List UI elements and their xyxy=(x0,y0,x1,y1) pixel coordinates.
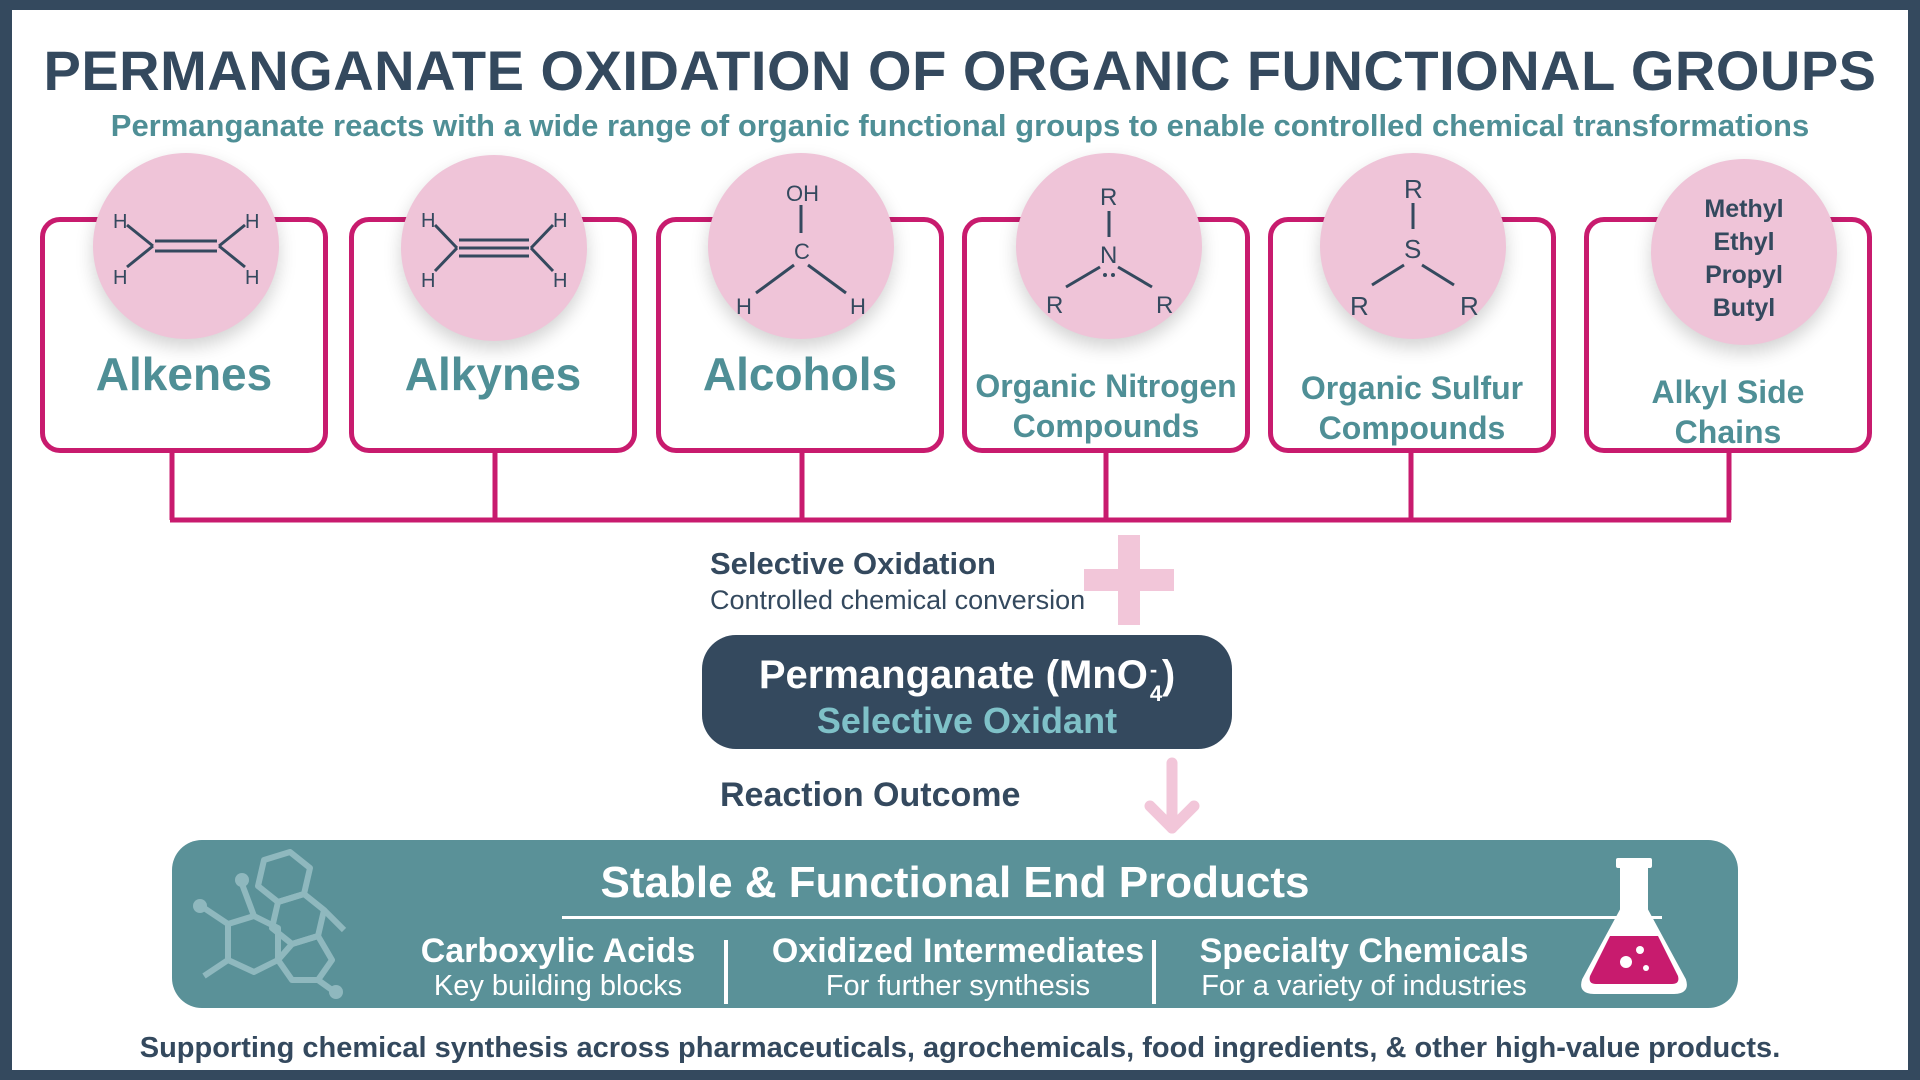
atom-label: H xyxy=(421,270,435,292)
group-label: Alcohols xyxy=(702,348,898,400)
oxidant-box: Permanganate (MnO-4) Selective Oxidant xyxy=(702,635,1232,749)
alkyl-name: Butyl xyxy=(1712,294,1776,322)
sulfide-structure-icon: R S R R xyxy=(1320,153,1506,339)
footer-text: Supporting chemical synthesis across pha… xyxy=(139,1032,1781,1064)
alkyl-name: Methyl xyxy=(1704,195,1784,223)
product-name: Carboxylic Acids xyxy=(420,932,696,970)
end-products-box: Stable & Functional End Products Carboxy… xyxy=(172,840,1738,1008)
atom-label: R xyxy=(1100,184,1117,211)
product-carboxylic-acids: Carboxylic Acids Key building blocks xyxy=(358,932,758,1002)
product-desc: For further synthesis xyxy=(825,970,1091,1002)
product-name: Specialty Chemicals xyxy=(1199,932,1529,970)
atom-label: H xyxy=(850,294,866,319)
reaction-outcome-label: Reaction Outcome xyxy=(720,776,1021,814)
alkyl-names-circle: Methyl Ethyl Propyl Butyl xyxy=(1651,159,1837,345)
atom-label: R xyxy=(1350,291,1369,321)
end-products-title: Stable & Functional End Products xyxy=(600,858,1310,907)
atom-label: R xyxy=(1460,291,1479,321)
group-label: Alkenes xyxy=(95,348,273,400)
group-label-line2: Compounds xyxy=(1318,410,1506,446)
atom-label: S xyxy=(1404,234,1421,264)
atom-label: H xyxy=(245,211,259,233)
flask-icon xyxy=(1581,858,1687,994)
atom-label: OH xyxy=(786,181,819,206)
amine-structure-icon: R N R R xyxy=(1016,153,1202,339)
oxidant-subscript: 4 xyxy=(1149,681,1163,706)
page-subtitle: Permanganate reacts with a wide range of… xyxy=(110,108,1810,143)
oxidant-role: Selective Oxidant xyxy=(816,700,1118,741)
selective-oxidation-subtitle: Controlled chemical conversion xyxy=(710,585,1086,615)
product-desc: Key building blocks xyxy=(433,970,683,1002)
page-title: PERMANGANATE OXIDATION OF ORGANIC FUNCTI… xyxy=(43,39,1877,102)
atom-label: H xyxy=(421,210,435,232)
group-label-line1: Alkyl Side xyxy=(1651,374,1805,410)
atom-label: C xyxy=(794,239,810,264)
group-label-line2: Chains xyxy=(1674,414,1782,450)
infographic: PERMANGANATE OXIDATION OF ORGANIC FUNCTI… xyxy=(12,10,1908,1070)
group-label-line1: Organic Sulfur xyxy=(1300,370,1524,406)
atom-label: H xyxy=(736,294,752,319)
atom-label: H xyxy=(553,210,567,232)
alkyl-name: Propyl xyxy=(1705,261,1783,289)
group-label-line1: Organic Nitrogen xyxy=(975,368,1237,404)
plus-icon xyxy=(1084,535,1174,625)
connector-lines xyxy=(169,453,1732,834)
divider xyxy=(724,940,728,1004)
oxidant-name: Permanganate (MnO-4) xyxy=(758,653,1176,706)
atom-label: N xyxy=(1100,242,1117,269)
atom-label: R xyxy=(1046,292,1063,319)
selective-oxidation-title: Selective Oxidation xyxy=(710,546,996,581)
oxidant-charge: - xyxy=(1149,657,1158,682)
atom-label: H xyxy=(113,267,127,289)
group-label-line2: Compounds xyxy=(1012,408,1200,444)
alkyl-names: Methyl Ethyl Propyl Butyl xyxy=(1651,193,1837,325)
alkyne-structure-icon: H H H H xyxy=(401,155,587,341)
product-oxidized-intermediates: Oxidized Intermediates For further synth… xyxy=(758,932,1158,1002)
alkyl-name: Ethyl xyxy=(1713,228,1775,256)
product-desc: For a variety of industries xyxy=(1201,970,1527,1002)
atom-label: H xyxy=(553,270,567,292)
atom-label: R xyxy=(1404,174,1423,204)
alkene-structure-icon: H H H H xyxy=(93,153,279,339)
atom-label: H xyxy=(245,267,259,289)
down-arrow-icon xyxy=(1144,757,1200,834)
divider xyxy=(1152,940,1156,1004)
atom-label: H xyxy=(113,211,127,233)
atom-label: R xyxy=(1156,292,1173,319)
product-name: Oxidized Intermediates xyxy=(771,932,1145,970)
alcohol-structure-icon: OH C H H xyxy=(708,153,894,339)
molecule-icon xyxy=(193,849,347,999)
product-specialty-chemicals: Specialty Chemicals For a variety of ind… xyxy=(1164,932,1564,1002)
divider xyxy=(562,916,1662,919)
group-label: Alkynes xyxy=(404,348,582,400)
group-card-organic-nitrogen: Organic Nitrogen Compounds xyxy=(962,217,1250,453)
